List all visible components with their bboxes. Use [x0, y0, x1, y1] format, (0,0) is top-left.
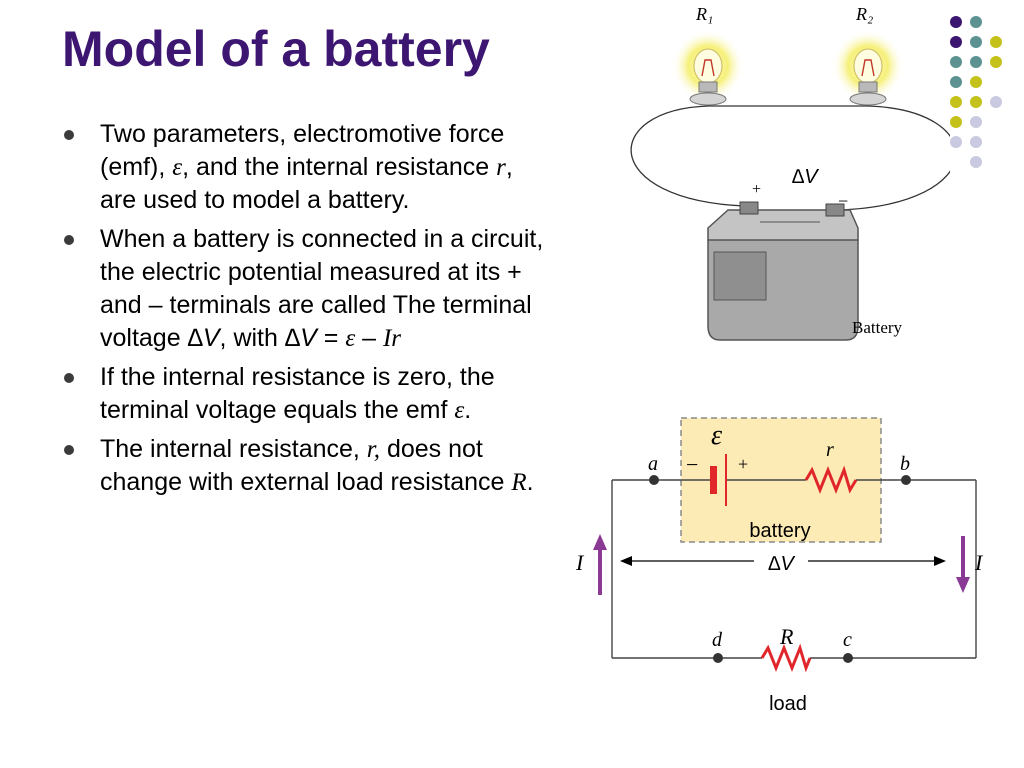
- load-resistance-label: R: [779, 624, 794, 649]
- r-symbol: r,: [366, 436, 381, 463]
- positive-terminal-label: +: [738, 454, 748, 474]
- node-a: [649, 475, 659, 485]
- bulb-2-label: R₂: [855, 4, 873, 24]
- bullet-dot-icon: [64, 373, 74, 383]
- delta-v-symbol: ∆V: [187, 324, 220, 352]
- bullet-list: Two parameters, electromotive force (emf…: [62, 118, 552, 505]
- node-b-label: b: [900, 453, 910, 475]
- load-resistor-icon: [760, 643, 812, 673]
- bullet-dot-icon: [64, 235, 74, 245]
- minus-terminal-label: −: [838, 191, 848, 211]
- circuit-schematic: ε r a b c d − + battery R ∆V I I load: [550, 380, 1000, 715]
- internal-resistor-icon: [804, 465, 858, 495]
- internal-resistance-label: r: [826, 439, 834, 461]
- car-battery-icon: [707, 201, 859, 341]
- node-c: [843, 653, 853, 663]
- terminal-voltage-arrow: [620, 556, 946, 566]
- bullet-dot-icon: [64, 445, 74, 455]
- bulb-2-icon: [832, 30, 904, 106]
- plus-terminal-label: +: [752, 181, 761, 198]
- ir-symbol: Ir: [382, 325, 402, 352]
- emf-symbol: ε: [454, 397, 465, 424]
- r-symbol: r: [496, 154, 506, 181]
- bullet-item: If the internal resistance is zero, the …: [62, 361, 552, 427]
- node-a-label: a: [648, 453, 658, 475]
- emf-symbol: ε: [345, 325, 356, 352]
- decorative-dot-grid: [950, 16, 1002, 168]
- load-caption: load: [769, 693, 807, 715]
- emf-negative-plate: [710, 466, 717, 494]
- bullet-item: The internal resistance, r, does not cha…: [62, 433, 552, 499]
- node-d-label: d: [712, 629, 723, 651]
- load-resistance-symbol: R: [511, 469, 527, 496]
- emf-symbol: ε: [172, 154, 183, 181]
- slide-title: Model of a battery: [62, 21, 490, 77]
- bulb-1-label: R₁: [695, 4, 713, 24]
- battery-box-label: battery: [749, 520, 810, 542]
- wire-right: [837, 105, 950, 211]
- bullet-item: When a battery is connected in a circuit…: [62, 223, 552, 355]
- node-d: [713, 653, 723, 663]
- negative-terminal-label: −: [686, 452, 698, 477]
- node-b: [901, 475, 911, 485]
- bullet-item: Two parameters, electromotive force (emf…: [62, 118, 552, 217]
- current-up-arrow-icon: [593, 534, 607, 595]
- current-label-left: I: [575, 550, 585, 575]
- bulb-1-icon: [672, 30, 744, 106]
- delta-v-symbol: ∆V: [284, 324, 317, 352]
- bullet-dot-icon: [64, 130, 74, 140]
- emf-label: ε: [711, 420, 722, 451]
- delta-v-label: ∆V: [792, 166, 819, 188]
- delta-v-label: ∆V: [768, 553, 795, 575]
- battery-circuit-illustration: R₁ R₂ ∆V + − Battery: [630, 4, 950, 341]
- current-label-right: I: [974, 550, 984, 575]
- current-down-arrow-icon: [956, 536, 970, 593]
- wire-left: [630, 105, 746, 207]
- battery-caption: Battery: [852, 318, 903, 337]
- node-c-label: c: [843, 629, 852, 651]
